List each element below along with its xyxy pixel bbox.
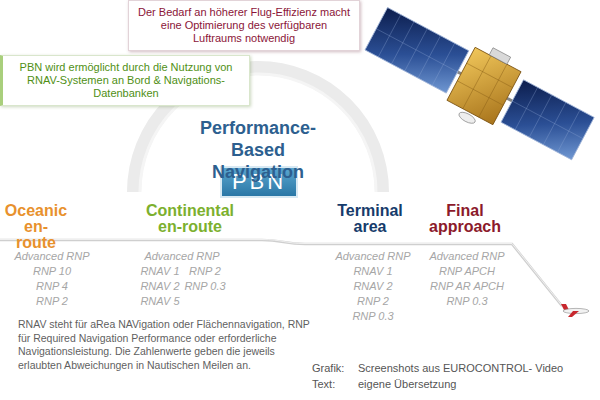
spec-item: RNAV 2: [351, 280, 394, 293]
solar-panel: [365, 8, 469, 94]
panel-grid: [365, 8, 469, 94]
spec-item: RNP 2: [187, 265, 223, 278]
spec-item: RNP 0.3: [444, 295, 489, 308]
credit-value: Screenshots aus EUROCONTROL- Video: [358, 362, 563, 375]
spec-item: RNP 2: [34, 295, 70, 308]
spec-item: RNP APCH: [437, 265, 497, 278]
spec-item: Advanced RNP: [427, 250, 506, 263]
segment-heading: Continental en-route: [146, 203, 234, 235]
credit-value: eigene Übersetzung: [358, 378, 456, 391]
segment-heading: Terminal area: [337, 203, 403, 235]
spec-item: RNP 4: [34, 280, 70, 293]
spec-item: RNAV 1: [351, 265, 394, 278]
solar-panel: [501, 80, 594, 160]
body-foil-lines: [447, 47, 521, 124]
spec-item: RNP AR APCH: [428, 280, 506, 293]
spec-item: Advanced RNP: [12, 250, 91, 263]
segment-heading: Oceanic en-route: [5, 203, 67, 251]
satellite-antenna: [489, 48, 510, 64]
satellite-strut: [507, 98, 512, 101]
spec-item: RNP 2: [355, 295, 391, 308]
satellite-strut: [458, 72, 462, 74]
airplane-wing: [568, 311, 579, 317]
box-text: Der Bedarf an höherer Flug-Effizienz mac…: [137, 6, 351, 45]
satellite-body: [447, 47, 521, 124]
credit-key: Text:: [312, 378, 335, 391]
requirement-box: Der Bedarf an höherer Flug-Effizienz mac…: [128, 0, 360, 51]
spec-item: Advanced RNP: [333, 250, 412, 263]
spec-item: RNAV 5: [138, 295, 181, 308]
spec-item: RNAV 1: [138, 265, 181, 278]
spec-item: RNAV 2: [138, 280, 181, 293]
enabler-box: PBN wird ermöglicht durch die Nutzung vo…: [0, 55, 250, 106]
panel-grid: [501, 80, 594, 160]
airplane-icon: [561, 304, 589, 317]
spec-item: Advanced RNP: [142, 250, 221, 263]
diagram-title: Performance-Based Navigation: [200, 117, 316, 183]
credit-key: Grafik:: [312, 362, 344, 375]
spec-item: RNP 10: [31, 265, 73, 278]
satellite-dish: [457, 110, 477, 126]
explanation-note: RNAV steht für aRea NAVigation oder Fläc…: [18, 318, 310, 372]
satellite-illustration: [358, 0, 600, 174]
spec-item: RNP 0.3: [350, 310, 395, 323]
box-text: PBN wird ermöglicht durch die Nutzung vo…: [11, 61, 241, 100]
segment-heading: Final approach: [429, 203, 501, 235]
spec-item: RNP 0.3: [182, 280, 227, 293]
